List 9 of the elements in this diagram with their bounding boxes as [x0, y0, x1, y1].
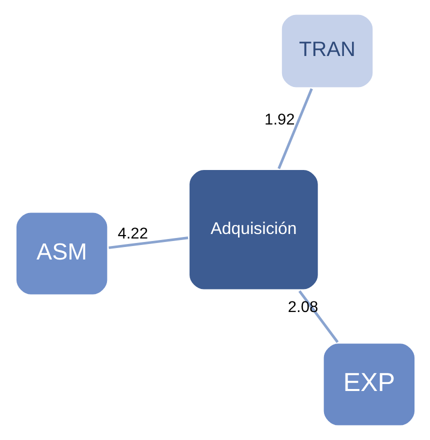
node-box: ASM	[13, 210, 110, 297]
node-box: EXP	[320, 341, 417, 428]
connector	[277, 88, 312, 170]
edge-label: 4.22	[117, 225, 148, 242]
node-box: TRAN	[278, 12, 375, 90]
connector	[298, 290, 338, 343]
edge-label: 1.92	[264, 111, 294, 128]
connector	[108, 236, 188, 249]
edge-label: 2.08	[287, 299, 318, 316]
